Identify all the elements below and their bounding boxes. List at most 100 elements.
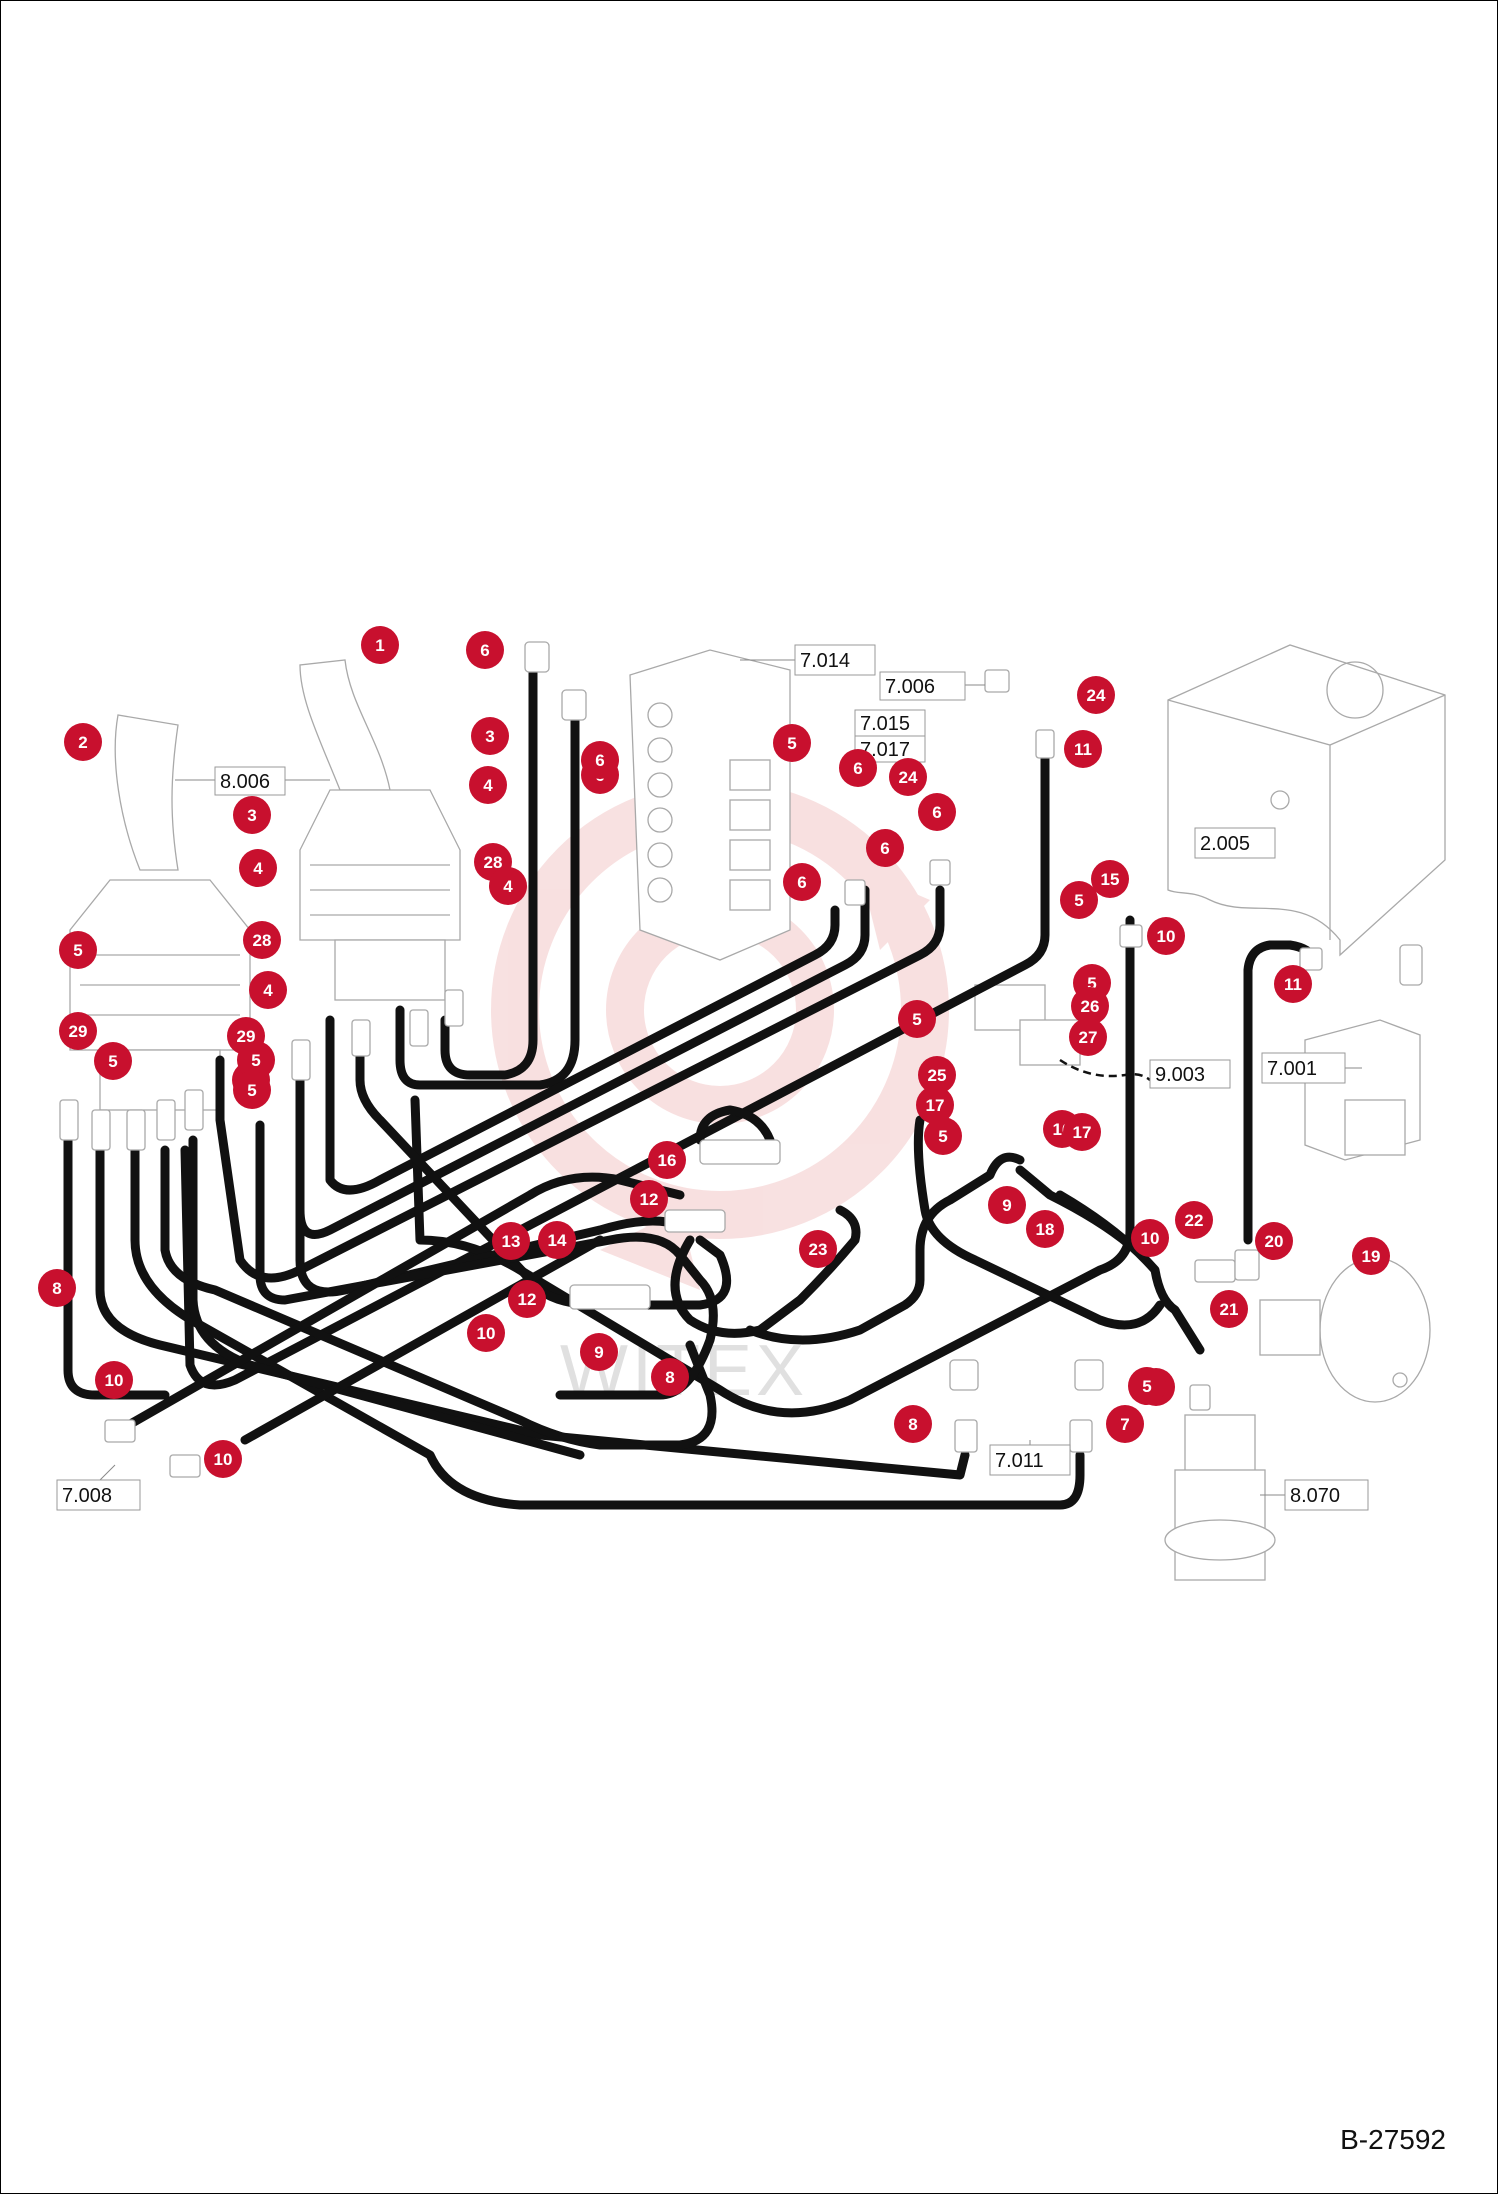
hydraulic-tank	[1167, 644, 1446, 957]
callout-circle	[204, 1440, 242, 1478]
callout-circle	[361, 626, 399, 664]
callout-circle	[839, 749, 877, 787]
callout-22: 22	[1175, 1201, 1213, 1239]
callout-12: 12	[630, 1180, 668, 1218]
callout-number: 11	[1074, 740, 1092, 759]
callout-circle	[918, 1056, 956, 1094]
callout-circle	[249, 971, 287, 1009]
callout-number: 13	[502, 1232, 521, 1251]
callout-number: 4	[263, 981, 273, 1000]
callout-24: 24	[1077, 676, 1115, 714]
callout-15: 15	[1091, 860, 1129, 898]
callout-circle	[492, 1222, 530, 1260]
hose-lines	[63, 663, 1320, 1510]
callout-circle	[783, 863, 821, 901]
callout-circle	[773, 724, 811, 762]
svg-text:7.006: 7.006	[885, 676, 935, 698]
valve-block-9003	[974, 984, 1081, 1066]
callout-number: 23	[809, 1240, 828, 1259]
callout-number: 6	[595, 751, 604, 770]
callout-circle	[580, 1333, 618, 1371]
callout-25: 25	[918, 1056, 956, 1094]
callout-circle	[95, 1361, 133, 1399]
callout-6: 6	[581, 741, 619, 779]
callout-circle	[1128, 1367, 1166, 1405]
callout-number: 20	[1265, 1232, 1284, 1251]
callout-number: 26	[1081, 997, 1100, 1016]
callout-number: 17	[926, 1096, 945, 1115]
callout-number: 6	[880, 839, 889, 858]
callout-10: 10	[1131, 1219, 1169, 1257]
callout-5: 5	[1060, 881, 1098, 919]
callout-6: 6	[918, 793, 956, 831]
svg-text:7.001: 7.001	[1267, 1058, 1317, 1080]
svg-text:8.070: 8.070	[1290, 1485, 1340, 1507]
callout-number: 29	[237, 1027, 256, 1046]
callout-circle	[1131, 1219, 1169, 1257]
callout-5: 5	[1128, 1367, 1166, 1405]
callout-number: 6	[853, 759, 862, 778]
callout-number: 9	[594, 1343, 603, 1362]
ref-box-7001: 7.001	[1261, 1052, 1346, 1084]
callout-29: 29	[59, 1012, 97, 1050]
callout-11: 11	[1274, 965, 1312, 1003]
ref-box-8006: 8.006	[214, 766, 286, 796]
callout-number: 28	[253, 931, 272, 950]
callout-26: 26	[1071, 987, 1109, 1025]
control-valve-block	[629, 649, 791, 961]
callout-circle	[1064, 730, 1102, 768]
callout-5: 5	[237, 1041, 275, 1079]
callout-10: 10	[1147, 917, 1185, 955]
callout-circle	[233, 796, 271, 834]
callout-6: 6	[866, 829, 904, 867]
ref-box-9003: 9.003	[1149, 1059, 1231, 1089]
callout-number: 18	[1036, 1220, 1055, 1239]
callout-circle	[1077, 676, 1115, 714]
callout-circle	[1106, 1405, 1144, 1443]
callout-4: 4	[249, 971, 287, 1009]
callout-number: 4	[503, 877, 513, 896]
callout-circle	[889, 758, 927, 796]
callout-23: 23	[799, 1230, 837, 1268]
callout-circle	[581, 741, 619, 779]
ref-box-7008: 7.008	[56, 1479, 141, 1511]
callout-circle	[1352, 1237, 1390, 1275]
callout-number: 16	[658, 1151, 677, 1170]
callout-circle	[924, 1117, 962, 1155]
callout-circle	[866, 829, 904, 867]
callout-circle	[489, 867, 527, 905]
svg-text:7.017: 7.017	[860, 739, 910, 761]
joystick-right	[299, 659, 461, 1001]
callout-number: 6	[797, 873, 806, 892]
callout-circle	[59, 1012, 97, 1050]
callout-2: 2	[64, 723, 102, 761]
callout-number: 4	[253, 859, 263, 878]
callout-number: 4	[483, 776, 493, 795]
callout-circle	[239, 849, 277, 887]
callout-19: 19	[1352, 1237, 1390, 1275]
callout-14: 14	[538, 1221, 576, 1259]
callout-5: 5	[773, 724, 811, 762]
callout-12: 12	[508, 1280, 546, 1318]
callout-5: 5	[898, 1000, 936, 1038]
callout-number: 29	[69, 1022, 88, 1041]
callout-circle	[1274, 965, 1312, 1003]
callout-4: 4	[469, 766, 507, 804]
callout-29: 29	[227, 1017, 265, 1055]
callout-5: 5	[59, 931, 97, 969]
callout-number: 5	[108, 1052, 117, 1071]
callout-18: 18	[1026, 1210, 1064, 1248]
callout-circle	[59, 931, 97, 969]
callout-number: 24	[899, 768, 918, 787]
callout-24: 24	[889, 758, 927, 796]
callout-5: 5	[94, 1042, 132, 1080]
svg-text:9.003: 9.003	[1155, 1064, 1205, 1086]
callout-circle	[471, 717, 509, 755]
callout-circle	[1210, 1290, 1248, 1328]
callout-28: 28	[243, 921, 281, 959]
svg-text:7.014: 7.014	[800, 650, 850, 672]
callout-number: 5	[912, 1010, 921, 1029]
callout-16: 16	[648, 1141, 686, 1179]
callout-number: 27	[1079, 1028, 1098, 1047]
callout-circle	[648, 1141, 686, 1179]
